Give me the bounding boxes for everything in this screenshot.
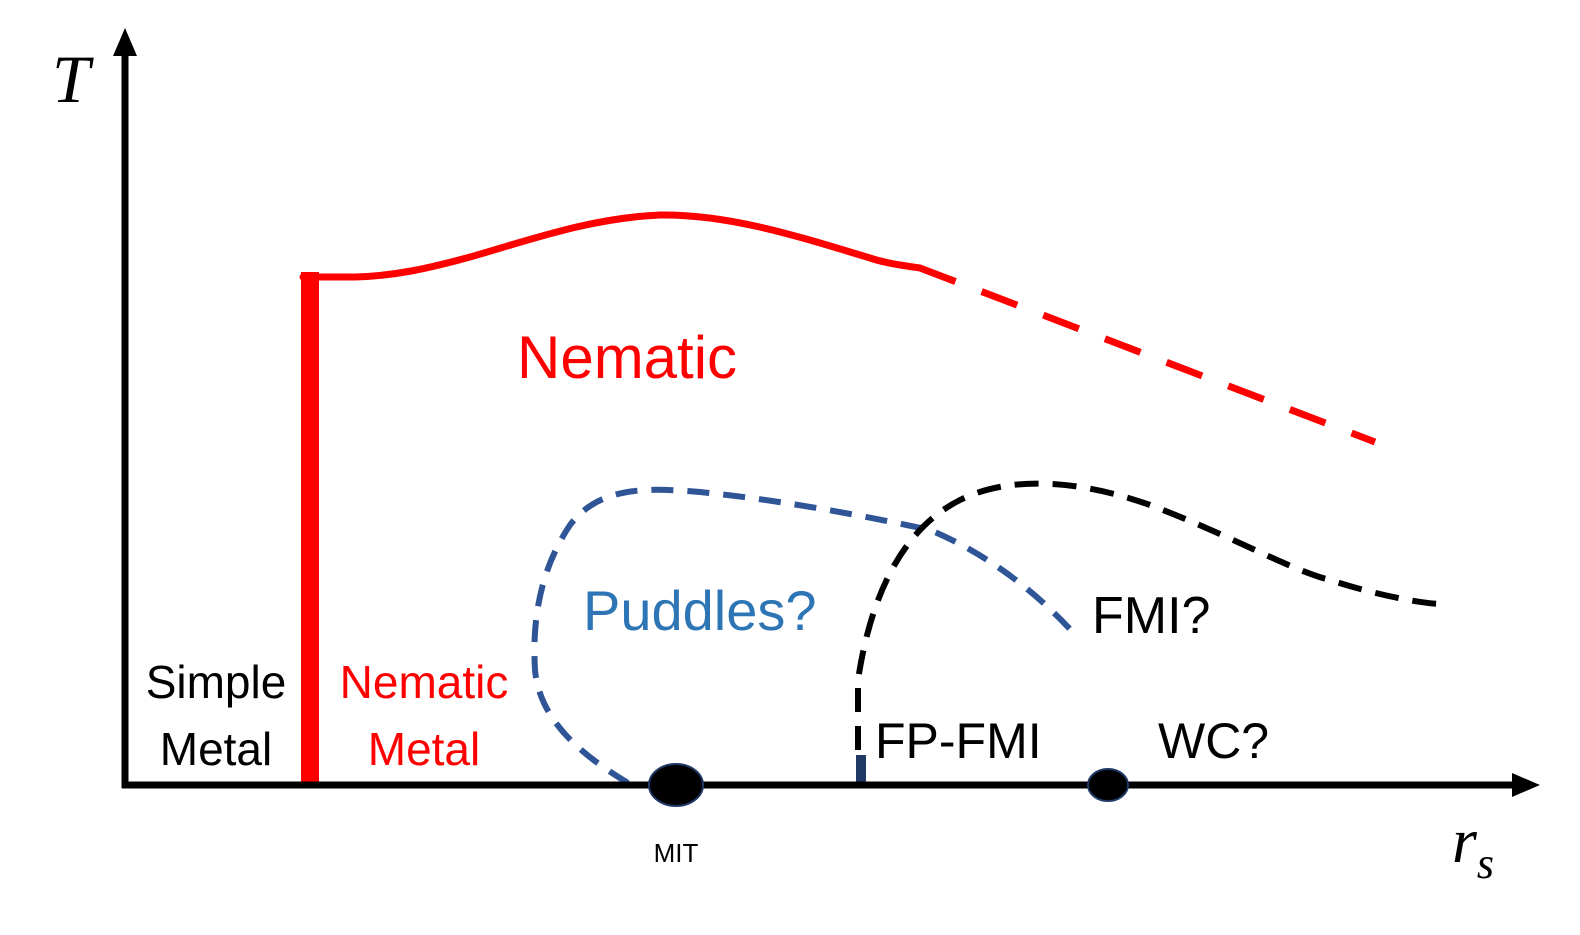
x-axis-arrowhead (1512, 773, 1540, 797)
fmi-label: FMI? (1092, 587, 1210, 645)
nematic-boundary-solid (299, 211, 924, 281)
simple-metal-label-line2: Metal (160, 723, 272, 775)
nematic-metal-label-line2: Metal (368, 723, 480, 775)
puddles-boundary (531, 486, 1081, 786)
nematic-metal-label-line1: Nematic (340, 656, 509, 708)
y-axis-label: T (52, 41, 94, 117)
puddles-label: Puddles? (583, 579, 817, 642)
nematic-label: Nematic (517, 324, 737, 391)
fp-fmi-label: FP-FMI (875, 713, 1042, 769)
x-axis-label-subscript: s (1477, 839, 1494, 888)
wc-label: WC? (1158, 713, 1269, 769)
wc-marker (1087, 768, 1129, 802)
x-axis-label-main: r (1452, 805, 1478, 876)
nematic-boundary-dashed (918, 264, 1377, 446)
y-axis-arrowhead (113, 28, 137, 56)
fmi-boundary (855, 480, 1441, 750)
x-axis-label: rs (1452, 805, 1494, 888)
simple-metal-label-line1: Simple (146, 656, 287, 708)
mit-label: MIT (654, 838, 699, 868)
mit-marker (648, 763, 704, 807)
fp-fmi-tick (856, 755, 866, 785)
